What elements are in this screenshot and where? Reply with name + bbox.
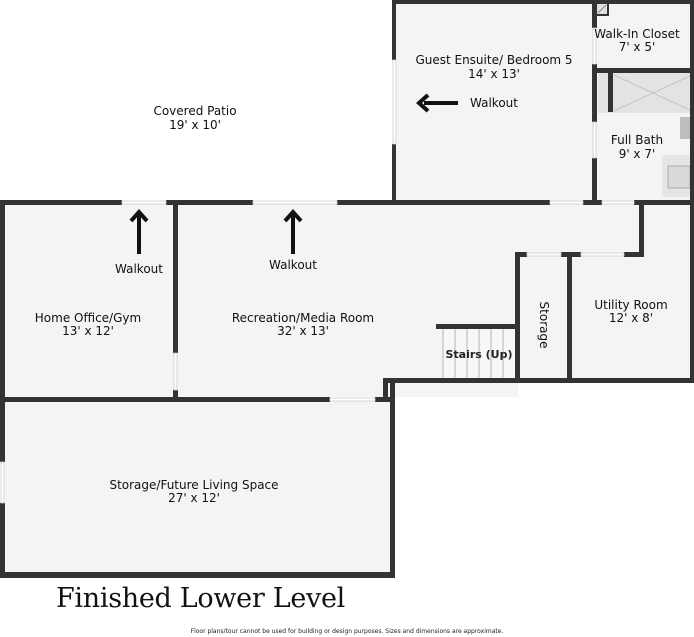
shower-x2 [613, 74, 693, 112]
wall [567, 252, 572, 382]
walkout-label-recreation: Walkout [269, 258, 317, 272]
wall [390, 397, 395, 578]
door-opening [549, 200, 584, 205]
wall [624, 252, 644, 257]
room-dims-full-bath: 9' x 7' [619, 147, 656, 161]
bath-fixtures [595, 2, 693, 197]
room-dims-recreation: 32' x 13' [277, 324, 329, 338]
disclaimer-text: Floor plans/tour cannot be used for buil… [190, 628, 504, 635]
walkout-label-office: Walkout [115, 262, 163, 276]
closet-hatch-line [597, 4, 607, 14]
arrow-left-icon [415, 93, 458, 113]
wall [639, 200, 644, 256]
wall [173, 390, 178, 400]
door-opening [252, 200, 338, 205]
shower [598, 73, 692, 113]
wall [337, 200, 550, 205]
wall [596, 68, 694, 73]
wall [515, 252, 520, 382]
room-name-storage-small: Storage [537, 302, 551, 349]
door-opening [580, 252, 625, 257]
wall [390, 378, 395, 402]
sink [667, 165, 691, 189]
wall [515, 252, 527, 257]
wall [375, 397, 395, 402]
wall [583, 200, 602, 205]
walkout-arrows [129, 93, 458, 254]
arrow-up-icon [283, 208, 303, 254]
wall [0, 397, 330, 402]
room-name-storage-future: Storage/Future Living Space [109, 478, 278, 492]
wall [0, 503, 5, 577]
floor-utility [570, 204, 694, 380]
wall [0, 200, 5, 462]
door-opening [592, 121, 597, 159]
door-opening [592, 27, 597, 65]
room-dims-home-office: 13' x 12' [62, 324, 114, 338]
room-name-home-office: Home Office/Gym [35, 311, 141, 325]
door-opening [601, 200, 635, 205]
room-name-covered-patio: Covered Patio [153, 104, 236, 118]
wall [383, 378, 388, 402]
room-dims-covered-patio: 19' x 10' [169, 118, 221, 132]
room-dims-utility: 12' x 8' [609, 311, 653, 325]
stairs [442, 328, 515, 380]
shower-divider [608, 72, 613, 112]
openings [0, 27, 635, 504]
arrow-up-icon [129, 208, 149, 254]
wall [392, 0, 694, 4]
floor-office [4, 204, 176, 397]
floor-storage-future [4, 400, 392, 572]
door-opening [329, 397, 376, 402]
wall [592, 158, 597, 204]
wall [392, 0, 396, 60]
door-opening [121, 200, 167, 205]
walkout-label-guest: Walkout [470, 96, 518, 110]
wall [592, 0, 597, 28]
wall [166, 200, 253, 205]
room-dims-guest-ensuite: 14' x 13' [468, 67, 520, 81]
room-name-utility: Utility Room [594, 298, 667, 312]
plan-title: Finished Lower Level [56, 583, 346, 614]
wall [436, 324, 518, 329]
door-opening [392, 59, 397, 145]
stairs-label: Stairs (Up) [445, 348, 512, 361]
wall [392, 144, 396, 204]
room-name-recreation: Recreation/Media Room [232, 311, 374, 325]
walls [0, 0, 694, 578]
floor-closet [596, 3, 694, 71]
room-dims-walk-in-closet: 7' x 5' [619, 40, 656, 54]
room-name-walk-in-closet: Walk-In Closet [594, 27, 680, 41]
wall [383, 378, 694, 383]
room-name-guest-ensuite: Guest Ensuite/ Bedroom 5 [415, 53, 572, 67]
door-opening [526, 252, 562, 257]
bath-cabinet [680, 117, 692, 139]
wall [690, 0, 694, 382]
room-name-full-bath: Full Bath [611, 133, 663, 147]
door-opening [0, 461, 5, 504]
room-dims-storage-future: 27' x 12' [168, 491, 220, 505]
wall [0, 572, 395, 578]
wall [592, 64, 597, 122]
wall [0, 200, 122, 205]
wall [634, 200, 694, 205]
floor-storage-small [518, 254, 570, 380]
door-opening [173, 352, 178, 391]
floors [4, 3, 694, 572]
wall [173, 200, 178, 353]
